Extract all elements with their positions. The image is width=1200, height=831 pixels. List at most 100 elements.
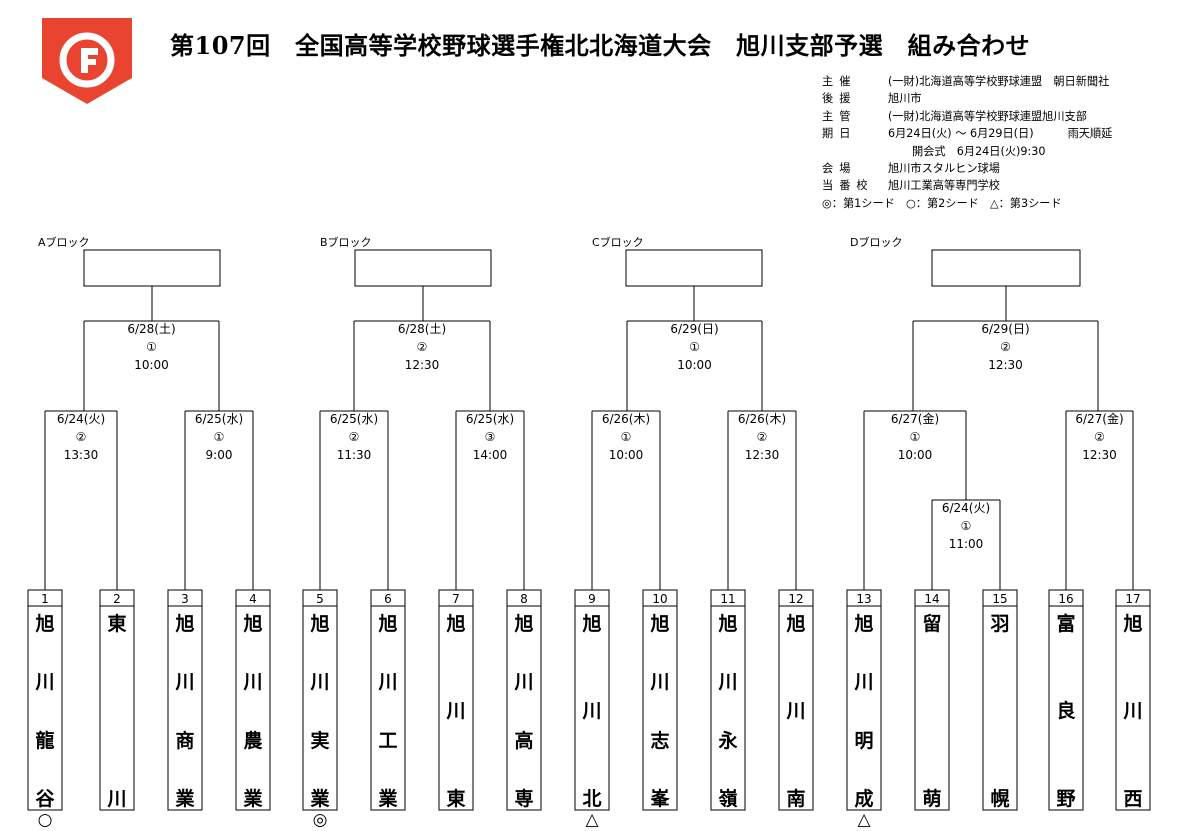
match-date: 6/27(金) — [891, 411, 939, 426]
school-box — [778, 589, 814, 811]
school-box — [914, 589, 950, 811]
block-label: Bブロック — [320, 235, 372, 249]
seed-mark: △ — [585, 810, 599, 830]
school-name-char: 永 — [718, 730, 738, 752]
match-time: 10:00 — [898, 448, 933, 462]
info-key: 後援 — [822, 92, 857, 106]
school-name-char: 川 — [378, 671, 398, 693]
school-name-char: 業 — [175, 788, 195, 810]
school-number: 14 — [924, 592, 939, 606]
seed-mark: ○ — [37, 810, 53, 830]
info-row: 主催(一財)北海道高等学校野球連盟 朝日新聞社 — [822, 73, 1112, 90]
school-name-char: 商 — [175, 730, 195, 752]
school-number: 1 — [41, 592, 49, 606]
school-box — [27, 589, 63, 811]
match-time: 12:30 — [745, 448, 780, 462]
school-name-char: 南 — [786, 788, 806, 810]
match-date: 6/28(土) — [398, 322, 446, 336]
school-name-char: 旭 — [446, 613, 466, 635]
match-time: 14:00 — [473, 448, 508, 462]
match-date: 6/29(日) — [981, 322, 1029, 336]
match-number: ② — [349, 430, 360, 444]
school-name-char: 北 — [582, 788, 602, 810]
school-name-char: 業 — [378, 788, 398, 810]
page-title: 第107回 全国高等学校野球選手権北北海道大会 旭川支部予選 組み合わせ — [170, 31, 1031, 60]
school-name-char: 野 — [1056, 788, 1076, 810]
match-date: 6/29(日) — [670, 322, 718, 336]
school-number: 16 — [1058, 592, 1073, 606]
match-time: 12:30 — [988, 358, 1023, 372]
seed-legend: ◎：第1シード ○：第2シード △：第3シード — [822, 196, 1062, 210]
school-name-char: 川 — [107, 788, 127, 810]
match-number: ② — [757, 430, 768, 444]
block-label: Aブロック — [38, 235, 90, 249]
match-number: ① — [214, 430, 225, 444]
match-number: ② — [1094, 430, 1105, 444]
school-number: 7 — [452, 592, 460, 606]
school-name-char: 川 — [35, 671, 55, 693]
school-box — [235, 589, 271, 811]
school-number: 11 — [720, 592, 735, 606]
info-value: 6月24日(火) ～ 6月29日(日) — [888, 127, 1034, 141]
match-time: 13:30 — [64, 448, 99, 462]
school-name-char: 成 — [854, 788, 874, 810]
match-date: 6/27(金) — [1075, 411, 1123, 426]
match-number: ① — [910, 430, 921, 444]
school-name-char: 旭 — [175, 613, 195, 635]
school-name-char: 川 — [650, 671, 670, 693]
school-name-char: 峯 — [650, 788, 670, 810]
match-number: ① — [961, 519, 972, 533]
school-name-char: 実 — [310, 730, 330, 752]
school-name-char: 旭 — [514, 613, 534, 635]
match-number: ② — [76, 430, 87, 444]
school-name-char: 羽 — [990, 613, 1010, 635]
school-number: 9 — [588, 592, 596, 606]
school-name-char: 幌 — [990, 788, 1010, 810]
match-time: 11:00 — [949, 537, 984, 551]
match-number: ① — [689, 340, 700, 354]
info-row: 開会式 6月24日(火)9:30 — [822, 143, 1112, 160]
school-name-char: 志 — [650, 730, 670, 752]
match-date: 6/28(土) — [127, 322, 175, 336]
school-number: 2 — [113, 592, 121, 606]
match-date: 6/26(木) — [602, 412, 650, 426]
school-name-char: 留 — [922, 613, 942, 635]
school-box — [982, 589, 1018, 811]
school-box — [642, 589, 678, 811]
school-box — [370, 589, 406, 811]
school-name-char: 旭 — [854, 613, 874, 635]
match-number: ② — [1000, 340, 1011, 354]
info-key: 主催 — [822, 75, 857, 88]
school-box — [1115, 589, 1151, 811]
school-number: 4 — [249, 592, 257, 606]
school-name-char: 専 — [514, 788, 534, 810]
block-label: Cブロック — [592, 235, 644, 249]
school-name-char: 川 — [718, 671, 738, 693]
block-label: Dブロック — [850, 235, 902, 249]
school-name-char: 明 — [854, 730, 874, 752]
school-number: 3 — [181, 592, 189, 606]
school-name-char: 東 — [107, 613, 127, 635]
school-name-char: 川 — [446, 700, 466, 722]
school-name-char: 旭 — [378, 613, 398, 635]
school-name-char: 旭 — [310, 613, 330, 635]
match-number: ① — [621, 430, 632, 444]
school-name-char: 川 — [786, 700, 806, 722]
school-name-char: 工 — [378, 730, 398, 752]
match-date: 6/25(水) — [466, 412, 514, 426]
school-number: 10 — [652, 592, 667, 606]
info-value: 旭川工業高等専門学校 — [888, 179, 1000, 193]
school-number: 6 — [384, 592, 392, 606]
info-value: (一財)北海道高等学校野球連盟旭川支部 — [888, 109, 1087, 123]
school-name-char: 萌 — [922, 788, 942, 810]
info-key: 期日 — [822, 127, 857, 141]
match-time: 10:00 — [134, 358, 169, 372]
school-number: 5 — [316, 592, 324, 606]
info-key: 当番校 — [822, 179, 874, 193]
school-name-char: 西 — [1123, 788, 1143, 810]
school-name-char: 良 — [1056, 700, 1076, 722]
logo-icon — [42, 18, 132, 104]
school-number: 13 — [856, 592, 871, 606]
seed-mark: ◎ — [312, 810, 328, 830]
